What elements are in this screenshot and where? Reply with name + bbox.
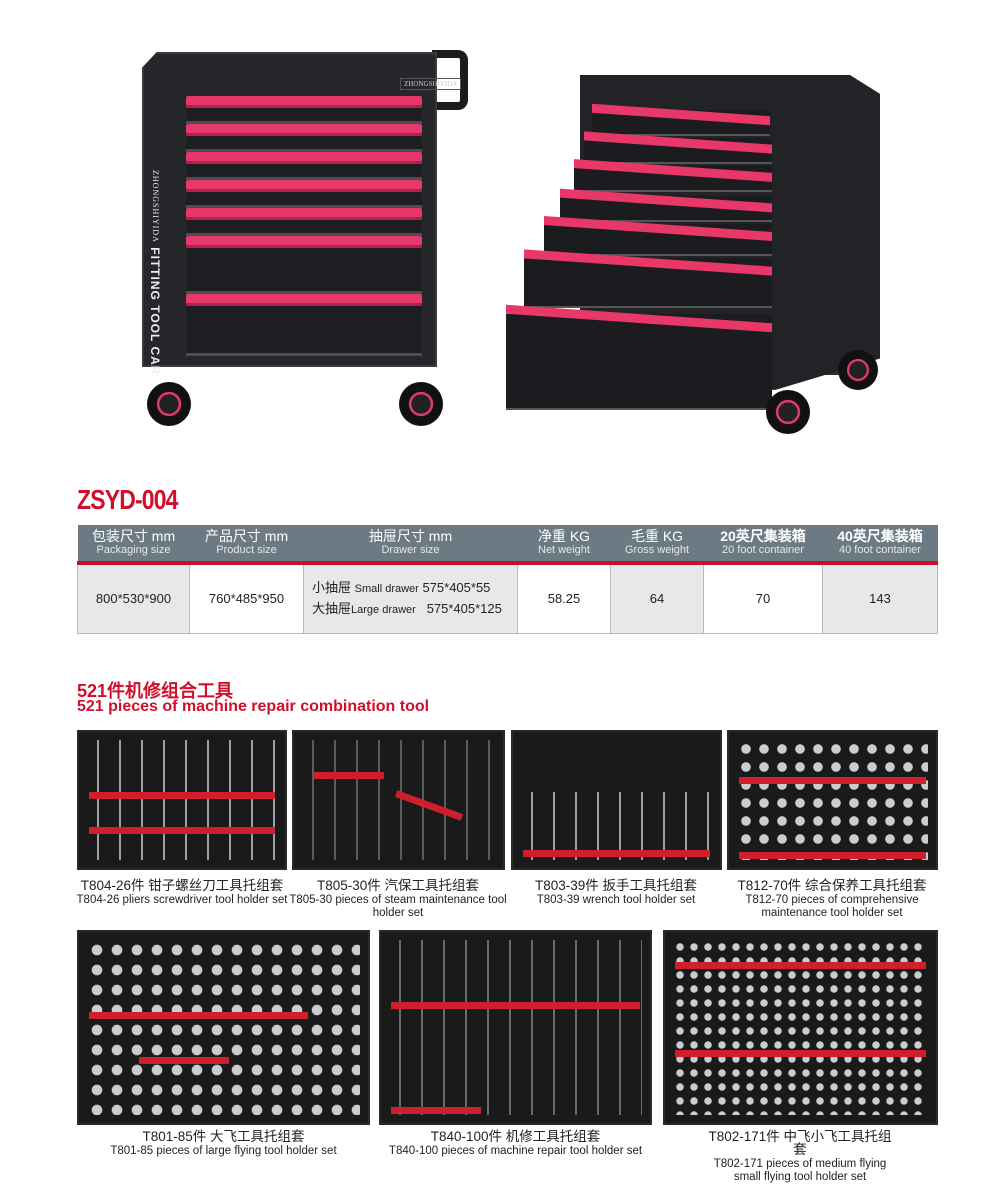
tool-tray-image <box>511 730 722 870</box>
wheel <box>147 382 191 426</box>
container-20ft: 70 <box>703 561 823 634</box>
tool-tray-image <box>379 930 652 1125</box>
drawer <box>560 188 772 222</box>
drawer <box>506 304 772 410</box>
wheel <box>399 382 443 426</box>
drawer-size: 小抽屉 Small drawer 575*405*55 大抽屉Large dra… <box>303 561 518 634</box>
drawer <box>186 96 422 124</box>
tool-cabinet-front <box>142 52 437 367</box>
packaging-size: 800*530*900 <box>77 561 190 634</box>
drawer <box>186 236 422 294</box>
drawer <box>544 216 772 256</box>
section-title-cn: 521件机修组合工具 <box>77 681 234 701</box>
side-label: ZHONGSHIYIDA FITTING TOOL CAR <box>148 170 162 376</box>
drawer <box>592 103 770 136</box>
container-40ft: 143 <box>822 561 938 634</box>
gross-weight: 64 <box>610 561 704 634</box>
tool-tray-image <box>727 730 938 870</box>
wheel <box>838 350 878 390</box>
drawer <box>584 131 772 164</box>
tool-tray-image <box>77 730 287 870</box>
table-row: 800*530*900 760*485*950 小抽屉 Small drawer… <box>77 561 938 634</box>
tool-tray-image <box>77 930 370 1125</box>
drawer <box>186 294 422 356</box>
drawer <box>524 249 772 308</box>
net-weight: 58.25 <box>517 561 611 634</box>
drawer <box>186 124 422 152</box>
brand-plate: ZHONGSHIYIDA <box>400 78 462 90</box>
tool-tray-image <box>663 930 938 1125</box>
tool-tray-image <box>292 730 505 870</box>
drawer <box>186 208 422 236</box>
drawer <box>574 159 772 192</box>
product-size: 760*485*950 <box>189 561 304 634</box>
model-number: ZSYD-004 <box>77 484 178 515</box>
section-title-en: 521 pieces of machine repair combination… <box>77 698 430 715</box>
cabinet-push-handle <box>432 50 468 110</box>
drawer <box>186 152 422 180</box>
drawer <box>186 180 422 208</box>
wheel <box>766 390 810 434</box>
